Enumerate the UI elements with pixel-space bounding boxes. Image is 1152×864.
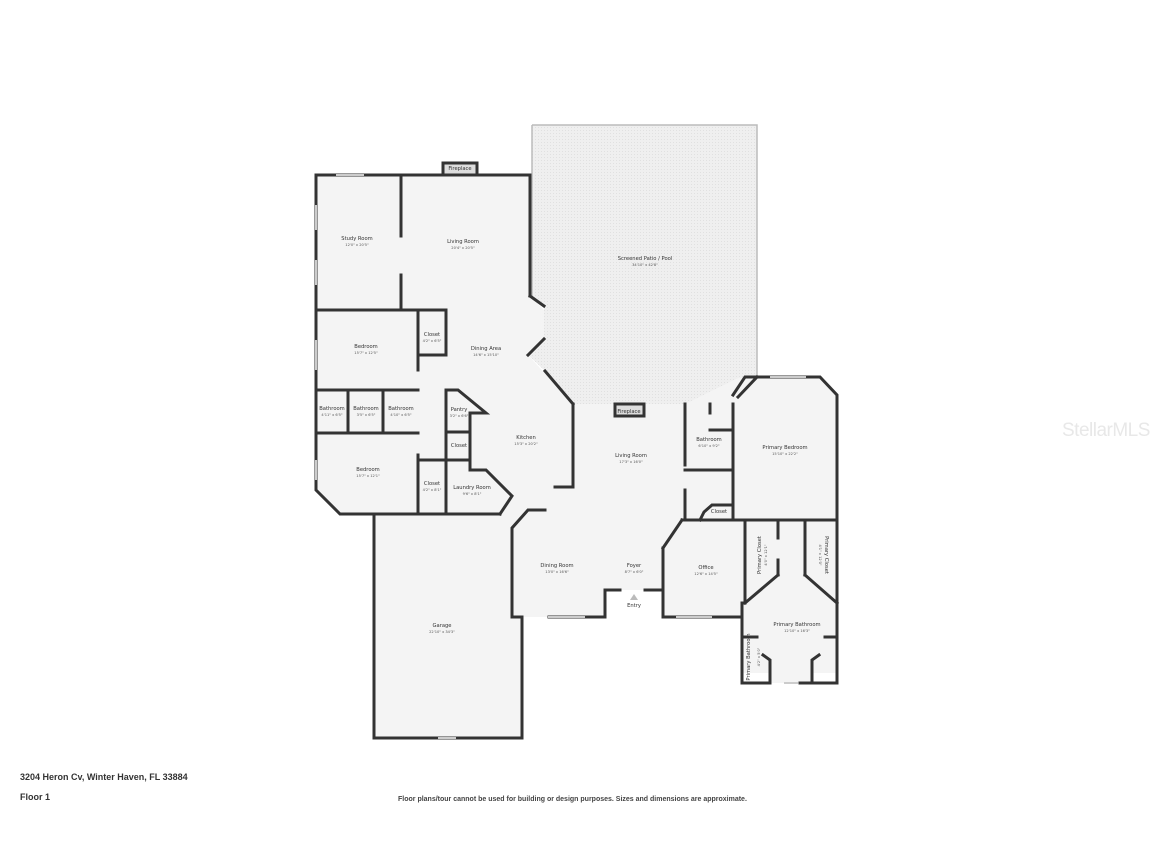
screened-patio-label: Screened Patio / Pool bbox=[618, 256, 672, 262]
closet-2-label: Closet bbox=[451, 443, 467, 449]
study-room-dims: 12'0" x 20'5" bbox=[345, 243, 369, 247]
garage-label: Garage bbox=[433, 623, 452, 629]
primary-closet-1-label: Primary Closet bbox=[757, 536, 763, 574]
fireplace-1-label: Fireplace bbox=[448, 166, 471, 172]
disclaimer: Floor plans/tour cannot be used for buil… bbox=[398, 796, 747, 803]
bathroom-4-dims: 6'10" x 9'2" bbox=[698, 444, 719, 448]
bathroom-1-label: Bathroom bbox=[319, 406, 344, 412]
bedroom-2-dims: 15'7" x 12'1" bbox=[356, 474, 380, 478]
pantry-dims: 3'2" x 6'6" bbox=[450, 414, 469, 418]
room-labels: Study Room 12'0" x 20'5" Living Room 20'… bbox=[319, 166, 829, 681]
dining-area-dims: 14'6" x 15'10" bbox=[473, 353, 499, 357]
bedroom-1-dims: 15'7" x 12'5" bbox=[354, 351, 378, 355]
laundry-room-dims: 9'6" x 8'1" bbox=[463, 492, 482, 496]
dining-area-label: Dining Area bbox=[471, 346, 501, 352]
screened-patio-area bbox=[528, 124, 758, 404]
kitchen-label: Kitchen bbox=[516, 435, 536, 441]
bathroom-4-label: Bathroom bbox=[696, 437, 721, 443]
living-room-1-label: Living Room bbox=[447, 239, 479, 245]
address: 3204 Heron Cv, Winter Haven, FL 33884 bbox=[20, 772, 188, 782]
entry-arrow-icon bbox=[630, 594, 638, 600]
primary-closet-1-dims: 4'0" x 12'1" bbox=[764, 544, 768, 565]
bedroom-2-label: Bedroom bbox=[356, 467, 379, 473]
floor-label: Floor 1 bbox=[20, 792, 51, 802]
closet-3-label: Closet bbox=[424, 481, 440, 487]
closet-1-dims: 4'2" x 6'5" bbox=[423, 339, 442, 343]
garage-dims: 22'10" x 34'3" bbox=[429, 630, 455, 634]
foyer-dims: 8'7" x 6'0" bbox=[625, 570, 644, 574]
foyer-label: Foyer bbox=[627, 563, 642, 569]
bathroom-2-label: Bathroom bbox=[353, 406, 378, 412]
fireplace-2-label: Fireplace bbox=[617, 409, 640, 415]
primary-closet-2-dims: 4'1" x 12'0" bbox=[818, 544, 822, 565]
office-label: Office bbox=[698, 565, 713, 571]
bathroom-1-dims: 4'11" x 6'5" bbox=[321, 413, 342, 417]
study-room-label: Study Room bbox=[341, 236, 372, 242]
primary-bedroom-label: Primary Bedroom bbox=[762, 445, 807, 451]
bathroom-3-label: Bathroom bbox=[388, 406, 413, 412]
primary-bathroom-2-dims: 4'2" x 5'0" bbox=[757, 647, 761, 666]
dining-room-dims: 13'0" x 16'6" bbox=[545, 570, 569, 574]
primary-bathroom-1-dims: 12'10" x 16'3" bbox=[784, 629, 810, 633]
living-room-2-label: Living Room bbox=[615, 453, 647, 459]
primary-bathroom-1-label: Primary Bathroom bbox=[773, 622, 820, 628]
closet-3-dims: 4'2" x 8'1" bbox=[423, 488, 442, 492]
bathroom-3-dims: 4'10" x 6'5" bbox=[390, 413, 411, 417]
kitchen-dims: 15'3" x 20'2" bbox=[514, 442, 538, 446]
windows bbox=[315, 174, 806, 739]
bedroom-1-label: Bedroom bbox=[354, 344, 377, 350]
dining-room-label: Dining Room bbox=[540, 563, 573, 569]
primary-closet-2-label: Primary Closet bbox=[823, 536, 829, 574]
primary-bathroom-2-label: Primary Bathroom bbox=[746, 633, 752, 680]
walls bbox=[314, 161, 840, 740]
office-dims: 12'6" x 14'5" bbox=[694, 572, 718, 576]
closet-1-label: Closet bbox=[424, 332, 440, 338]
laundry-room-label: Laundry Room bbox=[453, 485, 491, 491]
bathroom-2-dims: 3'5" x 6'5" bbox=[357, 413, 376, 417]
pantry-label: Pantry bbox=[451, 407, 468, 413]
closet-4-label: Closet bbox=[711, 509, 727, 515]
entry-label: Entry bbox=[627, 603, 641, 609]
living-room-2-dims: 17'3" x 16'0" bbox=[619, 460, 643, 464]
screened-patio-dims: 34'10" x 42'8" bbox=[632, 263, 658, 267]
primary-bedroom-dims: 15'10" x 22'2" bbox=[772, 452, 798, 456]
watermark: StellarMLS bbox=[1062, 420, 1150, 441]
living-room-1-dims: 20'4" x 20'5" bbox=[451, 246, 475, 250]
